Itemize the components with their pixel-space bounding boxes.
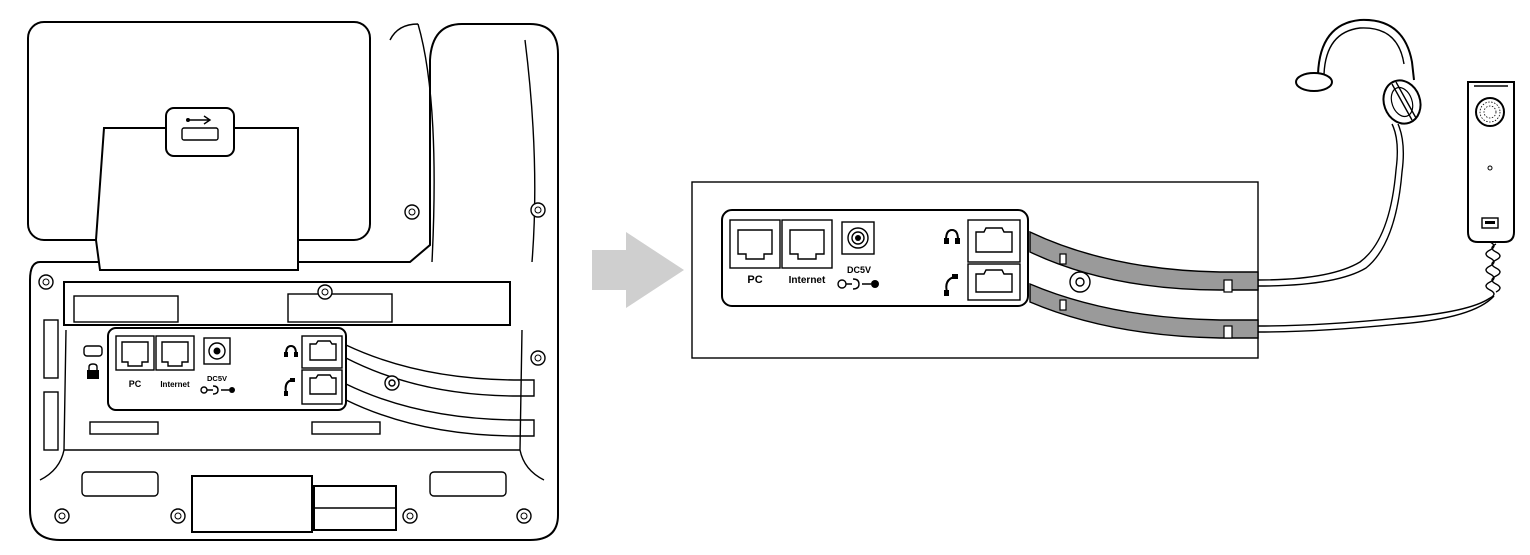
lower-slot-left [89,421,159,435]
side-rail-bottom [43,391,59,451]
rear-internet-label: Internet [160,380,190,389]
side-rail-top [43,319,59,379]
rear-power-label: DC5V [207,374,227,383]
detail-power-label: DC5V [847,265,871,275]
base-inner-outline [39,329,545,481]
handset-illustration [1257,81,1515,333]
handset-icon [284,378,295,396]
usb-port[interactable] [181,127,219,141]
detail-headset-cable-band [1029,230,1259,291]
rear-handset-cable [345,383,535,437]
lock-slot[interactable] [83,345,103,357]
detail-clip-screw [1069,271,1091,293]
headset-illustration [1257,18,1422,287]
dc-polarity-icon [200,385,235,395]
detail-view: PC Internet DC5V [691,181,1259,359]
foot-right [429,471,507,497]
usb-icon [186,115,212,125]
headset-icon [284,344,298,357]
handset-coil [1485,241,1495,299]
rear-headset-cable [345,344,535,397]
rear-clip-screw [384,375,400,391]
rear-pc-label: PC [129,379,142,389]
headset-mic-pad [1295,72,1333,92]
dc-polarity-icon [837,278,879,290]
detail-handset-cable-band [1029,282,1259,339]
lock-icon [87,363,99,379]
bottom-label-plate [191,475,313,533]
screw-set [38,202,546,524]
handset-cord [1257,297,1491,327]
cover-slot-left [73,295,179,323]
detail-pc-label: PC [747,274,762,286]
cover-slot-right [287,293,393,323]
lower-slot-right [311,421,381,435]
headset-band [1317,18,1415,81]
foot-left [81,471,159,497]
stand-outline [389,23,536,263]
handset-icon [944,274,958,296]
stand-panel [94,127,299,271]
phone-rear-view: PC Internet DC5V [27,21,559,541]
arrow-right-icon [592,232,684,308]
headset-cord [1257,123,1399,281]
detail-internet-label: Internet [789,275,826,286]
headset-icon [944,228,960,244]
